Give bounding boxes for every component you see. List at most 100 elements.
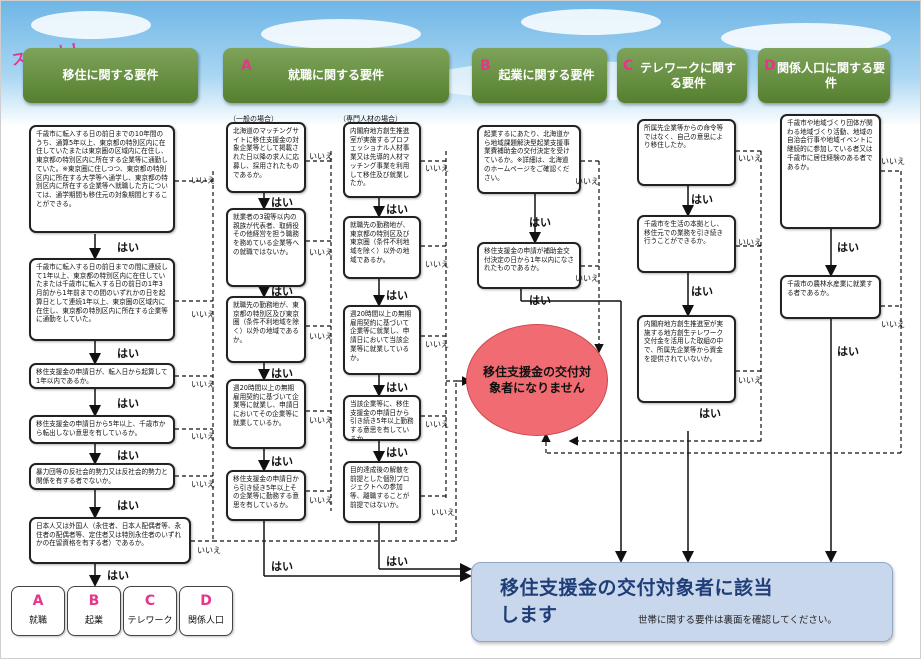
no-label: いいえ — [881, 320, 905, 329]
yes-label: はい — [117, 397, 139, 410]
telework-req-3: 内閣府地方創生推進室が実施する地方創生テレワーク交付金を活用した取組の中で、所属… — [637, 315, 736, 403]
header-startup: B 起業に関する要件 — [472, 48, 607, 103]
no-label: いいえ — [881, 157, 905, 166]
no-label: いいえ — [425, 340, 449, 349]
result-eligible: 移住支援金の交付対象者に該当 します 世帯に関する要件は裏面を確認してください。 — [471, 562, 893, 642]
no-label: いいえ — [309, 416, 333, 425]
yes-label: はい — [117, 499, 139, 512]
cloud-shape — [31, 11, 151, 39]
sublabel-general: （一般の場合） — [229, 115, 278, 123]
yes-label: はい — [271, 196, 293, 209]
header-startup-letter: B — [480, 58, 491, 74]
yes-label: はい — [699, 407, 721, 420]
yes-label: はい — [386, 289, 408, 302]
migration-req-5: 暴力団等の反社会的勢力又は反社会的勢力と関係を有する者でないか。 — [29, 463, 175, 490]
yes-label: はい — [691, 193, 713, 206]
result-eligible-line2: します — [500, 604, 558, 626]
no-label: いいえ — [575, 177, 599, 186]
employment-general-3: 就職先の勤務地が、東京都の特別区及び東京圏（条件不利地域を除く）以外の地域である… — [226, 296, 306, 363]
employment-specialist-4: 当該企業等に、移住支援金の申請日から引き続き5年以上勤務する意思を有しているか。 — [343, 395, 421, 441]
related-req-1: 千歳市や地域づくり団体が関わる地域づくり活動、地域の自治会行事や地域イベントに継… — [780, 114, 881, 229]
no-label: いいえ — [309, 496, 333, 505]
header-employment-title: 就職に関する要件 — [287, 68, 384, 83]
no-label: いいえ — [738, 154, 762, 163]
no-label: いいえ — [425, 260, 449, 269]
employment-specialist-1: 内閣府地方創生推進室が実施するプロフェッショナル人材事業又は先導的人材マッチング… — [343, 122, 421, 198]
yes-label: はい — [117, 449, 139, 462]
category-letter: C — [144, 593, 156, 609]
migration-req-1: 千歳市に転入する日の前日までの10年間のうち、通算5年以上、東京都の特別区内に在… — [29, 125, 175, 233]
yes-label: はい — [271, 285, 293, 298]
no-label: いいえ — [191, 176, 215, 185]
yes-label: はい — [107, 569, 129, 582]
no-label: いいえ — [425, 420, 449, 429]
yes-label: はい — [271, 455, 293, 468]
migration-req-4: 移住支援金の申請日から5年以上、千歳市から転出しない意思を有しているか。 — [29, 415, 175, 444]
employment-general-1: 北海道のマッチングサイトに移住支援金の対象企業等として掲載された日以降の求人に応… — [226, 122, 306, 193]
category-related: D 関係人口 — [179, 586, 233, 636]
no-label: いいえ — [309, 152, 333, 161]
header-telework-letter: C — [623, 58, 634, 74]
employment-specialist-2: 就職先の勤務地が、東京都の特別区及び東京圏（条件不利地域を除く）以外の地域である… — [343, 216, 421, 279]
no-label: いいえ — [191, 380, 215, 389]
no-label: いいえ — [425, 164, 449, 173]
yes-label: はい — [386, 446, 408, 459]
category-employment: A 就職 — [11, 586, 65, 636]
header-employment: A 就職に関する要件 — [223, 48, 449, 103]
cloud-shape — [521, 9, 661, 35]
yes-label: はい — [837, 241, 859, 254]
migration-req-2: 千歳市に転入する日の前日までの間に連続して1年以上、東京都の特別区内に在住してい… — [29, 258, 175, 341]
header-migration: 移住に関する要件 — [23, 48, 198, 103]
header-startup-title: 起業に関する要件 — [498, 68, 595, 83]
migration-req-3: 移住支援金の申請日が、転入日から起算して1年以内であるか。 — [29, 363, 175, 389]
result-eligible-note: 世帯に関する要件は裏面を確認してください。 — [638, 615, 837, 626]
related-req-2: 千歳市の農林水産業に就業する者であるか。 — [780, 275, 881, 319]
no-label: いいえ — [191, 480, 215, 489]
startup-req-2: 移住支援金の申請が補助金交付決定の日から1年以内になされたものであるか。 — [477, 242, 581, 289]
yes-label: はい — [271, 560, 293, 573]
result-not-eligible: 移住支援金の交付対象者になりません — [466, 324, 608, 436]
header-related-letter: D — [764, 58, 776, 74]
no-label: いいえ — [197, 546, 221, 555]
yes-label: はい — [691, 285, 713, 298]
result-not-eligible-text: 移住支援金の交付対象者になりません — [482, 364, 591, 395]
header-migration-title: 移住に関する要件 — [62, 68, 159, 83]
header-telework: C テレワークに関する要件 — [617, 48, 747, 103]
header-related-title: 関係人口に関する要件 — [776, 61, 885, 90]
yes-label: はい — [386, 381, 408, 394]
yes-label: はい — [386, 555, 408, 568]
no-label: いいえ — [309, 248, 333, 257]
category-letter: B — [88, 593, 100, 609]
employment-specialist-3: 週20時間以上の無期雇用契約に基づいて企業等に就業し、申請日において当該企業等に… — [343, 305, 421, 375]
cloud-shape — [261, 19, 421, 49]
no-label: いいえ — [191, 310, 215, 319]
migration-req-6: 日本人又は外国人（永住者、日本人配偶者等、永住者の配偶者等、定住者又は特別永住者… — [29, 517, 191, 564]
result-eligible-line1: 移住支援金の交付対象者に該当 — [500, 577, 774, 599]
category-startup: B 起業 — [67, 586, 121, 636]
employment-specialist-5: 目的達成後の解散を前提とした個別プロジェクトへの参加等、離職することが前提ではな… — [343, 461, 421, 523]
employment-general-4: 週20時間以上の無期雇用契約に基づいて企業等に就業し、申請日においてその企業等に… — [226, 379, 306, 449]
no-label: いいえ — [191, 432, 215, 441]
category-name: テレワーク — [127, 616, 173, 626]
yes-label: はい — [117, 241, 139, 254]
startup-req-1: 起業するにあたり、北海道から地域課題解決型起業支援事業費補助金の交付決定を受けて… — [477, 125, 581, 194]
employment-general-2: 就業者の3親等以内の親族が代表者、取締役その他経営を担う職務を務めている企業等へ… — [226, 208, 306, 287]
telework-req-1: 所属先企業等からの命令等ではなく、自己の意思により移住したか。 — [637, 119, 736, 186]
no-label: いいえ — [431, 508, 455, 517]
yes-label: はい — [837, 345, 859, 358]
category-name: 起業 — [84, 616, 103, 626]
yes-label: はい — [529, 294, 551, 307]
no-label: いいえ — [738, 238, 762, 247]
employment-general-5: 移住支援金の申請日から引き続き5年以上その企業等に勤務する意思を有しているか。 — [226, 470, 306, 521]
telework-req-2: 千歳市を生活の本拠とし、移住元での業務を引き続き行うことができるか。 — [637, 215, 736, 273]
category-letter: D — [200, 593, 212, 609]
header-related: D 関係人口に関する要件 — [758, 48, 890, 103]
yes-label: はい — [529, 216, 551, 229]
category-name: 就職 — [28, 616, 47, 626]
yes-label: はい — [117, 347, 139, 360]
category-letter: A — [32, 593, 44, 609]
header-telework-title: テレワークに関する要件 — [639, 61, 736, 90]
yes-label: はい — [386, 203, 408, 216]
